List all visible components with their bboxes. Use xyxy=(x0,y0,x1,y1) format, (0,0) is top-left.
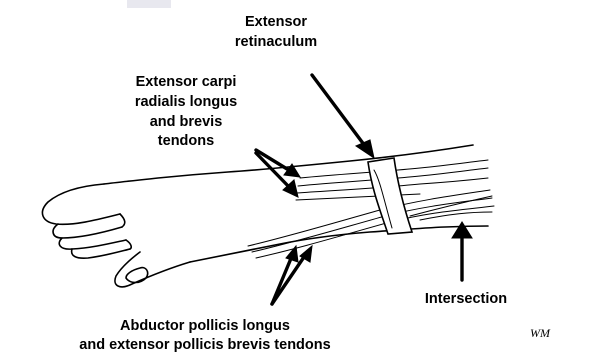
label-ecr-line2: radialis longus xyxy=(106,94,266,110)
label-retinaculum-line2: retinaculum xyxy=(196,34,356,50)
label-ecr-line4: tendons xyxy=(106,133,266,149)
label-apl-line2: and extensor pollicis brevis tendons xyxy=(20,337,390,353)
scan-artifact xyxy=(127,0,171,8)
artist-signature: WM xyxy=(530,326,550,341)
hand-forearm-outline xyxy=(42,145,488,287)
apl-epb-tendons xyxy=(248,190,494,258)
label-intersection: Intersection xyxy=(396,291,536,307)
label-apl-line1: Abductor pollicis longus xyxy=(40,318,370,334)
arrow-intersection-head xyxy=(452,222,472,238)
arrow-retinaculum xyxy=(312,75,368,150)
label-retinaculum-line1: Extensor xyxy=(196,14,356,30)
arrow-retinaculum-head xyxy=(356,140,374,158)
arrows xyxy=(256,75,472,304)
label-ecr-line1: Extensor carpi xyxy=(106,74,266,90)
label-ecr-line3: and brevis xyxy=(106,114,266,130)
